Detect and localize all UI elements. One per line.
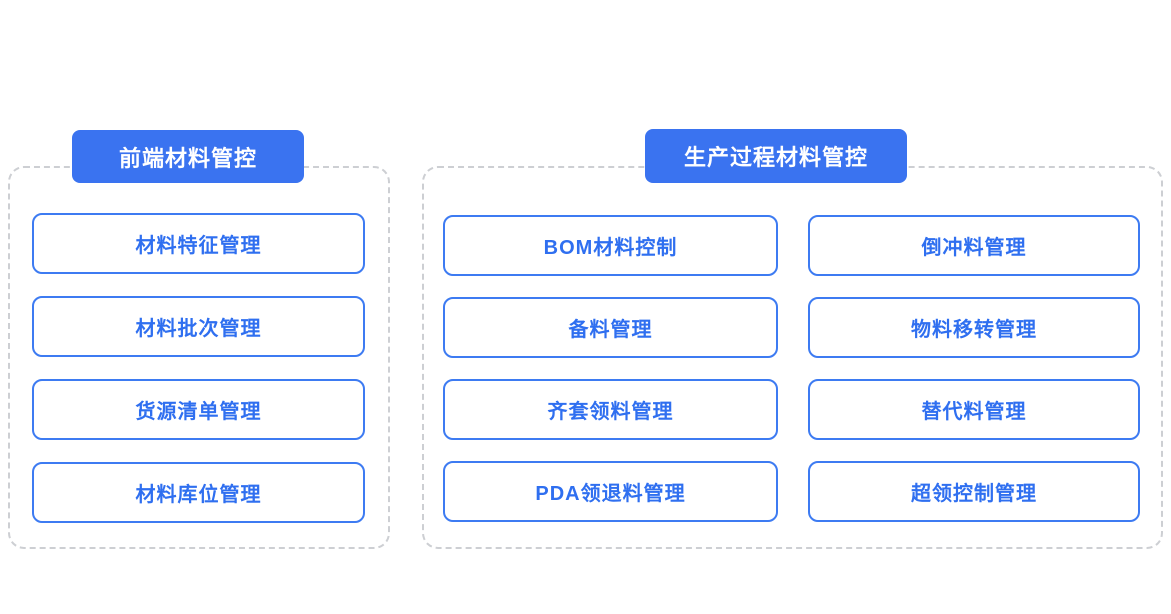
module-material-transfer: 物料移转管理 [808, 297, 1140, 358]
module-pda-picking-return: PDA领退料管理 [443, 461, 778, 522]
module-kitting-picking: 齐套领料管理 [443, 379, 778, 440]
module-material-location: 材料库位管理 [32, 462, 365, 523]
production-items-grid: BOM材料控制 倒冲料管理 备料管理 物料移转管理 齐套领料管理 替代料管理 P… [443, 215, 1140, 522]
group-production-header: 生产过程材料管控 [645, 129, 907, 183]
module-material-preparation: 备料管理 [443, 297, 778, 358]
module-bom-material-control: BOM材料控制 [443, 215, 778, 276]
module-backflush-material: 倒冲料管理 [808, 215, 1140, 276]
group-frontend-header: 前端材料管控 [72, 130, 304, 183]
module-material-characteristics: 材料特征管理 [32, 213, 365, 274]
group-frontend-material-control: 材料特征管理 材料批次管理 货源清单管理 材料库位管理 [8, 166, 390, 549]
module-supply-source-list: 货源清单管理 [32, 379, 365, 440]
module-substitute-material: 替代料管理 [808, 379, 1140, 440]
module-over-picking-control: 超领控制管理 [808, 461, 1140, 522]
group-production-material-control: BOM材料控制 倒冲料管理 备料管理 物料移转管理 齐套领料管理 替代料管理 P… [422, 166, 1163, 549]
module-material-batch: 材料批次管理 [32, 296, 365, 357]
frontend-items-column: 材料特征管理 材料批次管理 货源清单管理 材料库位管理 [32, 213, 365, 523]
